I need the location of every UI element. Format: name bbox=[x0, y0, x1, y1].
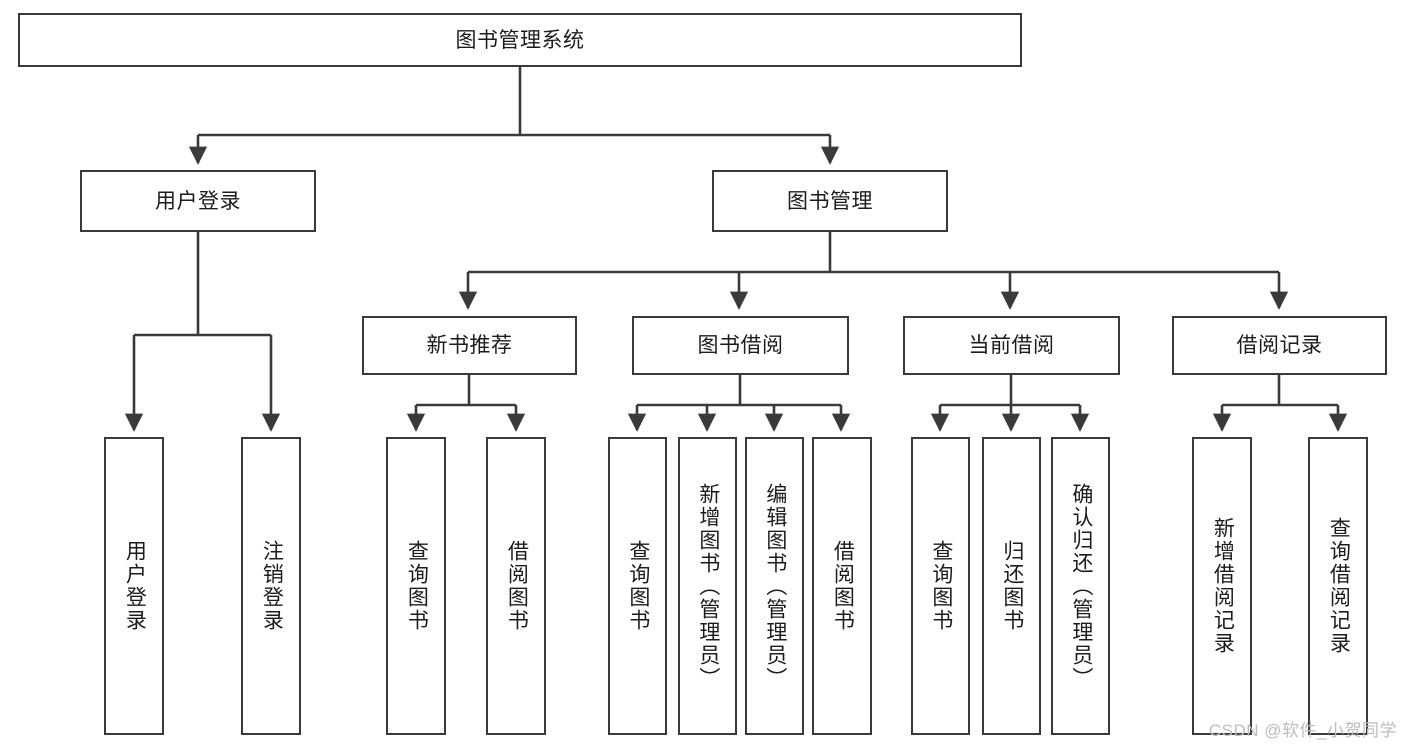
leaf-add-book[interactable]: 新增图书（管理员） bbox=[678, 437, 737, 735]
leaf-add-record[interactable]: 新增借阅记录 bbox=[1192, 437, 1252, 735]
leaf-add-book-label: 新增图书（管理员） bbox=[696, 482, 720, 690]
node-user-login[interactable]: 用户登录 bbox=[80, 170, 316, 232]
leaf-logout-login[interactable]: 注销登录 bbox=[241, 437, 301, 735]
node-root-label: 图书管理系统 bbox=[455, 28, 585, 52]
leaf-confirm-return-label: 确认归还（管理员） bbox=[1069, 482, 1093, 690]
leaf-query-book-1[interactable]: 查询图书 bbox=[386, 437, 446, 735]
leaf-edit-book[interactable]: 编辑图书（管理员） bbox=[745, 437, 804, 735]
leaf-borrow-book-2[interactable]: 借阅图书 bbox=[812, 437, 872, 735]
leaf-borrow-book-2-label: 借阅图书 bbox=[831, 540, 855, 632]
leaf-user-login[interactable]: 用户登录 bbox=[104, 437, 164, 735]
node-book-manage[interactable]: 图书管理 bbox=[712, 170, 948, 232]
leaf-user-login-label: 用户登录 bbox=[123, 540, 147, 632]
leaf-edit-book-label: 编辑图书（管理员） bbox=[763, 482, 787, 690]
leaf-query-record-label: 查询借阅记录 bbox=[1327, 517, 1351, 655]
node-book-borrow[interactable]: 图书借阅 bbox=[632, 316, 849, 375]
leaf-return-book-label: 归还图书 bbox=[1000, 540, 1024, 632]
leaf-query-book-2[interactable]: 查询图书 bbox=[608, 437, 667, 735]
leaf-borrow-book-1-label: 借阅图书 bbox=[505, 540, 529, 632]
leaf-query-record[interactable]: 查询借阅记录 bbox=[1308, 437, 1368, 735]
leaf-add-record-label: 新增借阅记录 bbox=[1211, 517, 1235, 655]
node-borrow-record-label: 借阅记录 bbox=[1236, 334, 1323, 357]
node-root[interactable]: 图书管理系统 bbox=[18, 13, 1022, 67]
leaf-query-book-3-label: 查询图书 bbox=[929, 540, 953, 632]
node-current-borrow-label: 当前借阅 bbox=[968, 334, 1055, 357]
watermark-text: CSDN @软件_小贺同学 bbox=[1208, 721, 1397, 740]
node-borrow-record[interactable]: 借阅记录 bbox=[1172, 316, 1387, 375]
node-user-login-label: 用户登录 bbox=[155, 189, 241, 213]
leaf-borrow-book-1[interactable]: 借阅图书 bbox=[486, 437, 546, 735]
leaf-query-book-1-label: 查询图书 bbox=[405, 540, 429, 632]
leaf-return-book[interactable]: 归还图书 bbox=[982, 437, 1041, 735]
leaf-logout-login-label: 注销登录 bbox=[260, 540, 284, 632]
node-book-borrow-label: 图书借阅 bbox=[697, 334, 784, 357]
leaf-confirm-return[interactable]: 确认归还（管理员） bbox=[1051, 437, 1110, 735]
node-new-book-recommend[interactable]: 新书推荐 bbox=[362, 316, 577, 375]
node-new-book-recommend-label: 新书推荐 bbox=[426, 334, 513, 357]
node-book-manage-label: 图书管理 bbox=[787, 189, 873, 213]
node-current-borrow[interactable]: 当前借阅 bbox=[903, 316, 1120, 375]
leaf-query-book-3[interactable]: 查询图书 bbox=[911, 437, 970, 735]
leaf-query-book-2-label: 查询图书 bbox=[626, 540, 650, 632]
